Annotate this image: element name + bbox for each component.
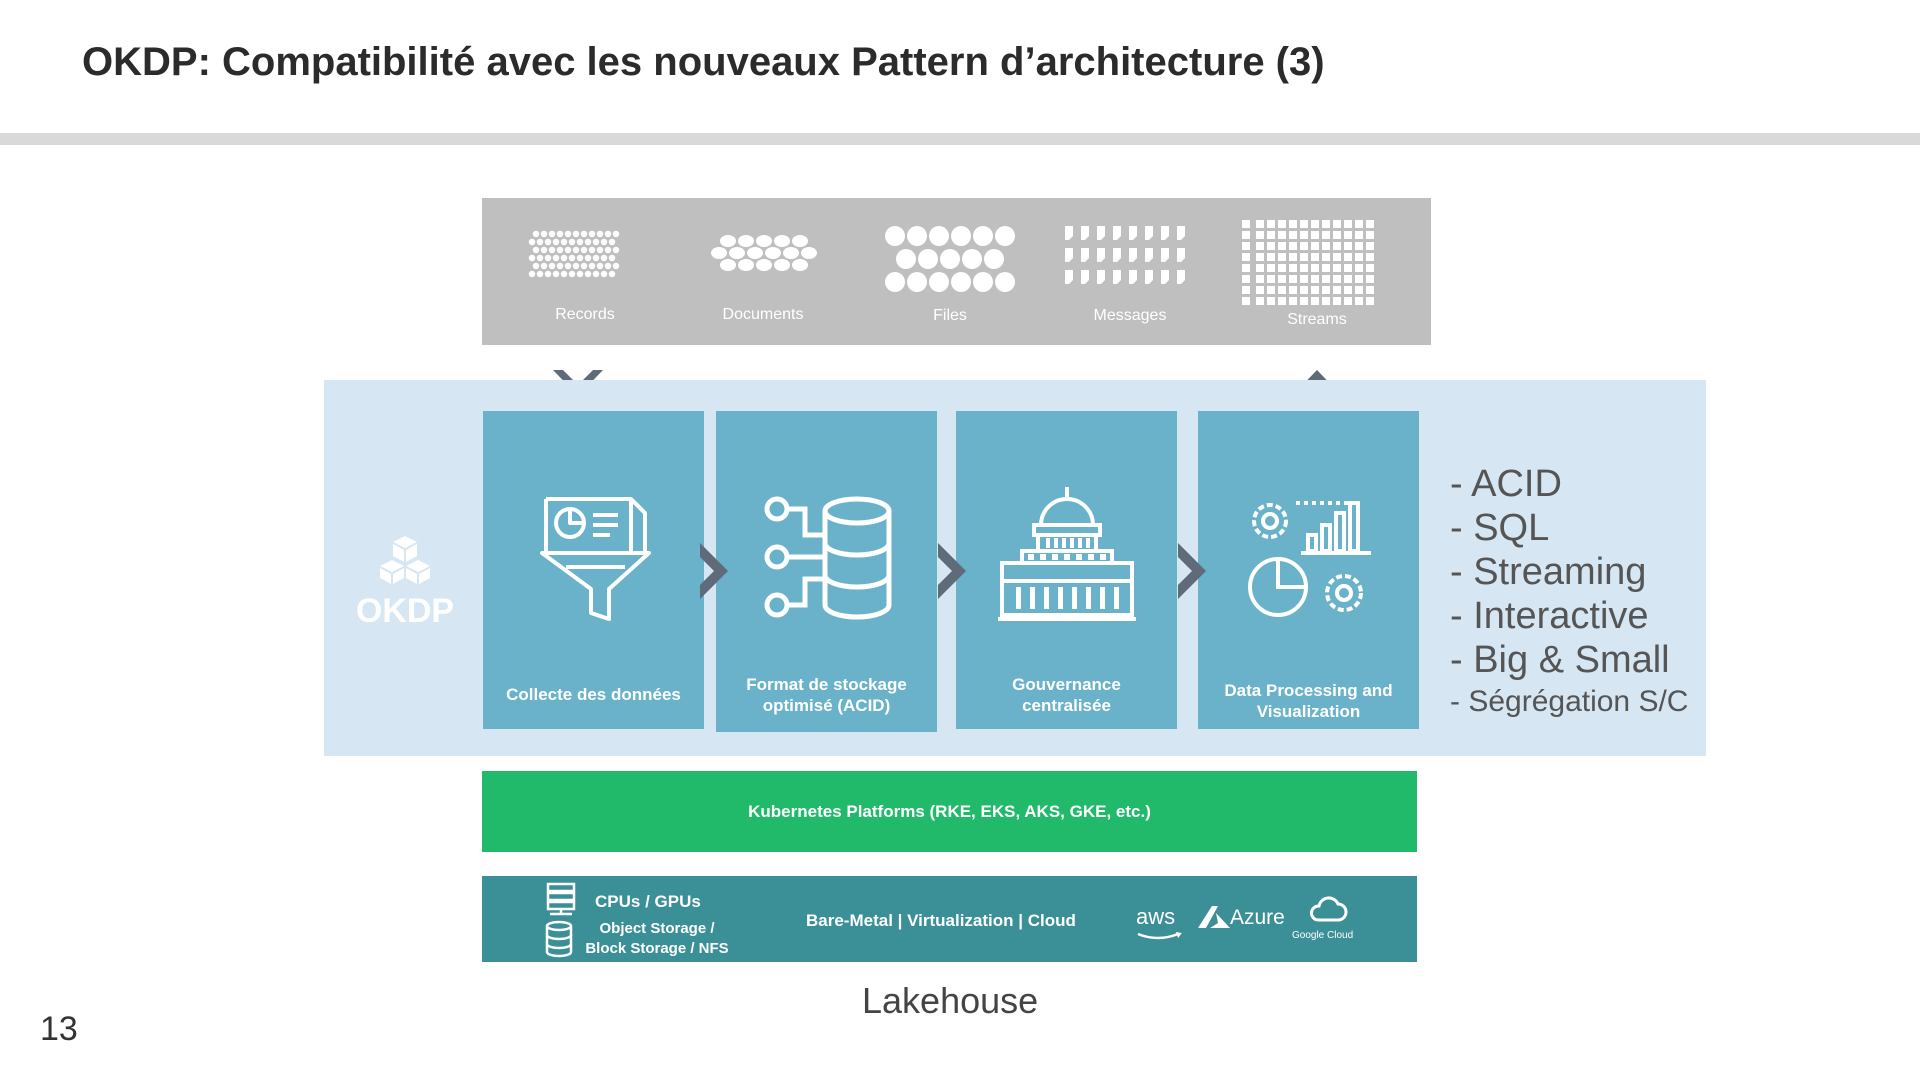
card-governance: Gouvernance centralisée [956,411,1177,729]
source-documents: Documents [688,198,838,345]
source-files: Files [875,198,1025,345]
source-messages: Messages [1055,198,1205,345]
azure-icon [1198,906,1230,928]
feature-item: - Interactive [1450,595,1649,637]
messages-icon [1065,226,1185,284]
data-sources-band: Records Documents Files [482,198,1431,345]
infrastructure-band: CPUs / GPUs Object Storage / Block Stora… [482,876,1417,962]
source-label: Messages [1093,307,1167,324]
card-label: Collecte des données [483,684,704,705]
card-label-line: Gouvernance [1012,675,1121,694]
card-data-collection: Collecte des données [483,411,704,729]
source-streams: Streams [1242,198,1392,345]
storage-label-line: Block Storage / NFS [585,940,729,957]
storage-label-line: Object Storage / [599,920,715,937]
records-icon [528,230,620,278]
feature-item: - Ségrégation S/C [1450,685,1689,718]
card-label: Format de stockage optimisé (ACID) [716,674,937,716]
capitol-icon [998,487,1136,621]
feature-item: - ACID [1450,463,1562,505]
google-cloud-icon [1310,896,1348,922]
source-label: Documents [722,306,804,323]
title-divider [0,133,1920,145]
page-number: 13 [40,1010,78,1048]
aws-logo: aws [1136,904,1175,930]
source-label: Files [933,307,967,324]
aws-logo-text: aws [1136,904,1176,929]
google-cloud-label: Google Cloud [1292,930,1354,941]
kubernetes-platforms-band: Kubernetes Platforms (RKE, EKS, AKS, GKE… [482,771,1417,852]
storage-icon [545,920,573,958]
arrow-right-icon [1178,543,1206,599]
card-label: Data Processing and Visualization [1198,680,1419,722]
storage-label: Object Storage / Block Storage / NFS [562,919,752,959]
card-data-processing: Data Processing and Visualization [1198,411,1419,729]
card-storage-format: Format de stockage optimisé (ACID) [716,411,937,732]
okdp-logo-text: OKDP [356,592,454,630]
analytics-icon [1248,501,1371,617]
source-label: Records [555,306,615,323]
card-label-line: Format de stockage [746,675,907,694]
cpu-gpu-label: CPUs / GPUs [595,892,701,911]
server-icon [546,882,576,916]
card-label-line: optimisé (ACID) [762,696,891,715]
deployment-modes: Bare-Metal | Virtualization | Cloud [806,911,1076,930]
azure-label: Azure [1230,906,1285,929]
card-label-line: Visualization [1256,702,1361,721]
arrow-right-icon [938,543,966,599]
source-records: Records [510,198,660,345]
database-icon [764,496,892,620]
funnel-icon [540,497,651,621]
feature-item: - Streaming [1450,551,1647,593]
card-label: Gouvernance centralisée [956,674,1177,716]
card-label-line: Data Processing and [1224,681,1393,700]
lakehouse-label: Lakehouse [862,980,1039,1021]
files-icon [885,226,1015,292]
source-label: Streams [1287,311,1347,328]
arrow-right-icon [700,543,728,599]
feature-list: - ACID - SQL - Streaming - Interactive -… [1450,462,1688,722]
card-label-line: Collecte des données [506,685,681,704]
okdp-logo: OKDP [356,536,454,630]
documents-icon [711,235,817,271]
slide-title: OKDP: Compatibilité avec les nouveaux Pa… [82,40,1325,84]
streams-icon [1242,220,1374,305]
feature-item: - Big & Small [1450,639,1670,681]
feature-item: - SQL [1450,507,1550,549]
card-label-line: centralisée [1022,696,1111,715]
aws-smile-icon [1137,932,1182,940]
